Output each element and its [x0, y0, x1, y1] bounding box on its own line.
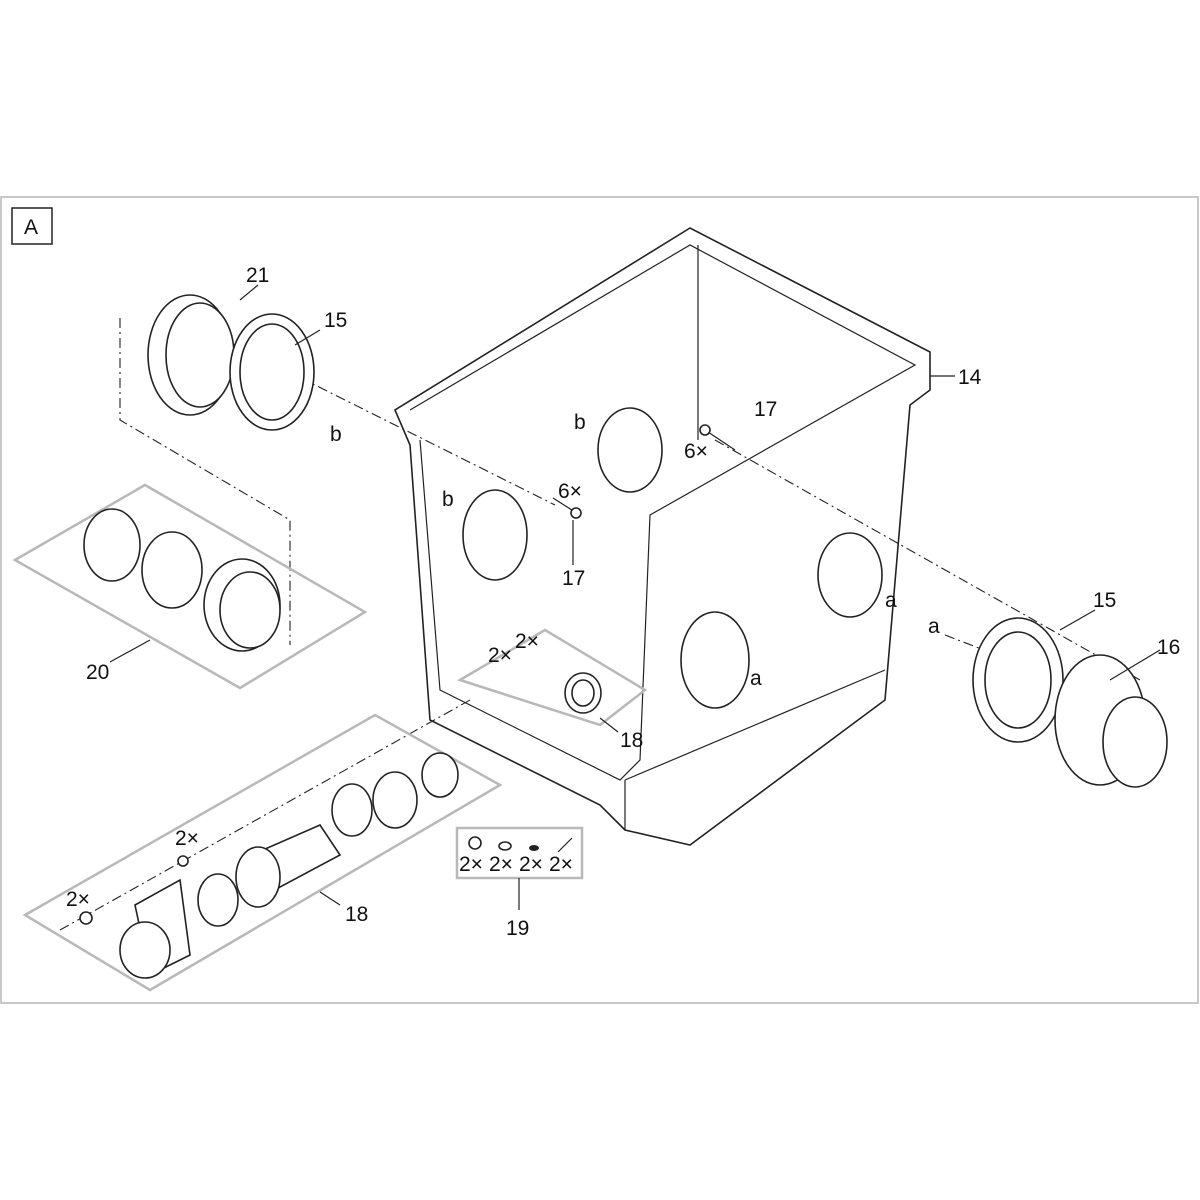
cap-nut-icon — [177, 855, 189, 867]
callout-20: 20 — [86, 661, 109, 684]
callout-15: 15 — [324, 309, 347, 332]
pipe-connector-16 — [1054, 654, 1168, 788]
pipe-18 — [197, 752, 459, 927]
quantity-6x: 6× — [558, 480, 582, 503]
quantity-2x: 2× — [459, 853, 483, 876]
adapter-ring-21 — [147, 294, 235, 416]
quantity-2x: 2× — [519, 853, 543, 876]
callout-19: 19 — [506, 917, 529, 940]
kit-18-inner-box — [456, 628, 648, 727]
valve-18 — [119, 878, 191, 979]
panel-id-box — [11, 207, 53, 245]
callout-18: 18 — [345, 903, 368, 926]
callout-17: 17 — [754, 398, 777, 421]
quantity-2x: 2× — [66, 888, 90, 911]
hex-nut-icon — [498, 841, 512, 851]
callout-b: b — [330, 423, 342, 446]
callout-16: 16 — [1157, 636, 1180, 659]
quantity-2x: 2× — [549, 853, 573, 876]
flange-15-right — [972, 617, 1064, 743]
callout-18: 18 — [620, 729, 643, 752]
cap-nut-icon — [468, 836, 482, 850]
assembly-path-18 — [59, 699, 471, 931]
callout-14: 14 — [958, 366, 982, 389]
callout-15: 15 — [1093, 589, 1116, 612]
callout-21: 21 — [246, 264, 269, 287]
washer-icon — [529, 845, 539, 851]
quantity-2x: 2× — [489, 853, 513, 876]
quantity-2x: 2× — [515, 630, 539, 653]
assembly-path-b — [174, 314, 556, 506]
callout-17: 17 — [562, 567, 585, 590]
nut-connector-18 — [564, 672, 602, 714]
quantity-2x: 2× — [175, 827, 199, 850]
callout-b: b — [442, 488, 454, 511]
callout-a: a — [750, 667, 762, 690]
assembly-path-20 — [119, 318, 291, 645]
screw-17-b — [552, 497, 582, 519]
quantity-2x: 2× — [488, 644, 512, 667]
kit-18-box — [22, 713, 503, 992]
callout-a: a — [928, 615, 940, 638]
panel-id: A — [24, 216, 38, 239]
cap-nut-icon — [79, 911, 93, 925]
flange-gasket-15 — [229, 313, 315, 431]
assembly-path-a — [944, 634, 1011, 661]
hose-clamps-20 — [83, 508, 281, 652]
screw-17-a — [699, 424, 736, 451]
callout-b: b — [574, 411, 586, 434]
assembly-path-16 — [714, 439, 1141, 681]
tank-part-14 — [393, 227, 931, 846]
bolt-icon — [557, 837, 573, 853]
quantity-6x: 6× — [684, 440, 708, 463]
diagram-frame — [0, 196, 1199, 1004]
kit-20-box — [12, 483, 368, 690]
callout-a: a — [885, 589, 897, 612]
